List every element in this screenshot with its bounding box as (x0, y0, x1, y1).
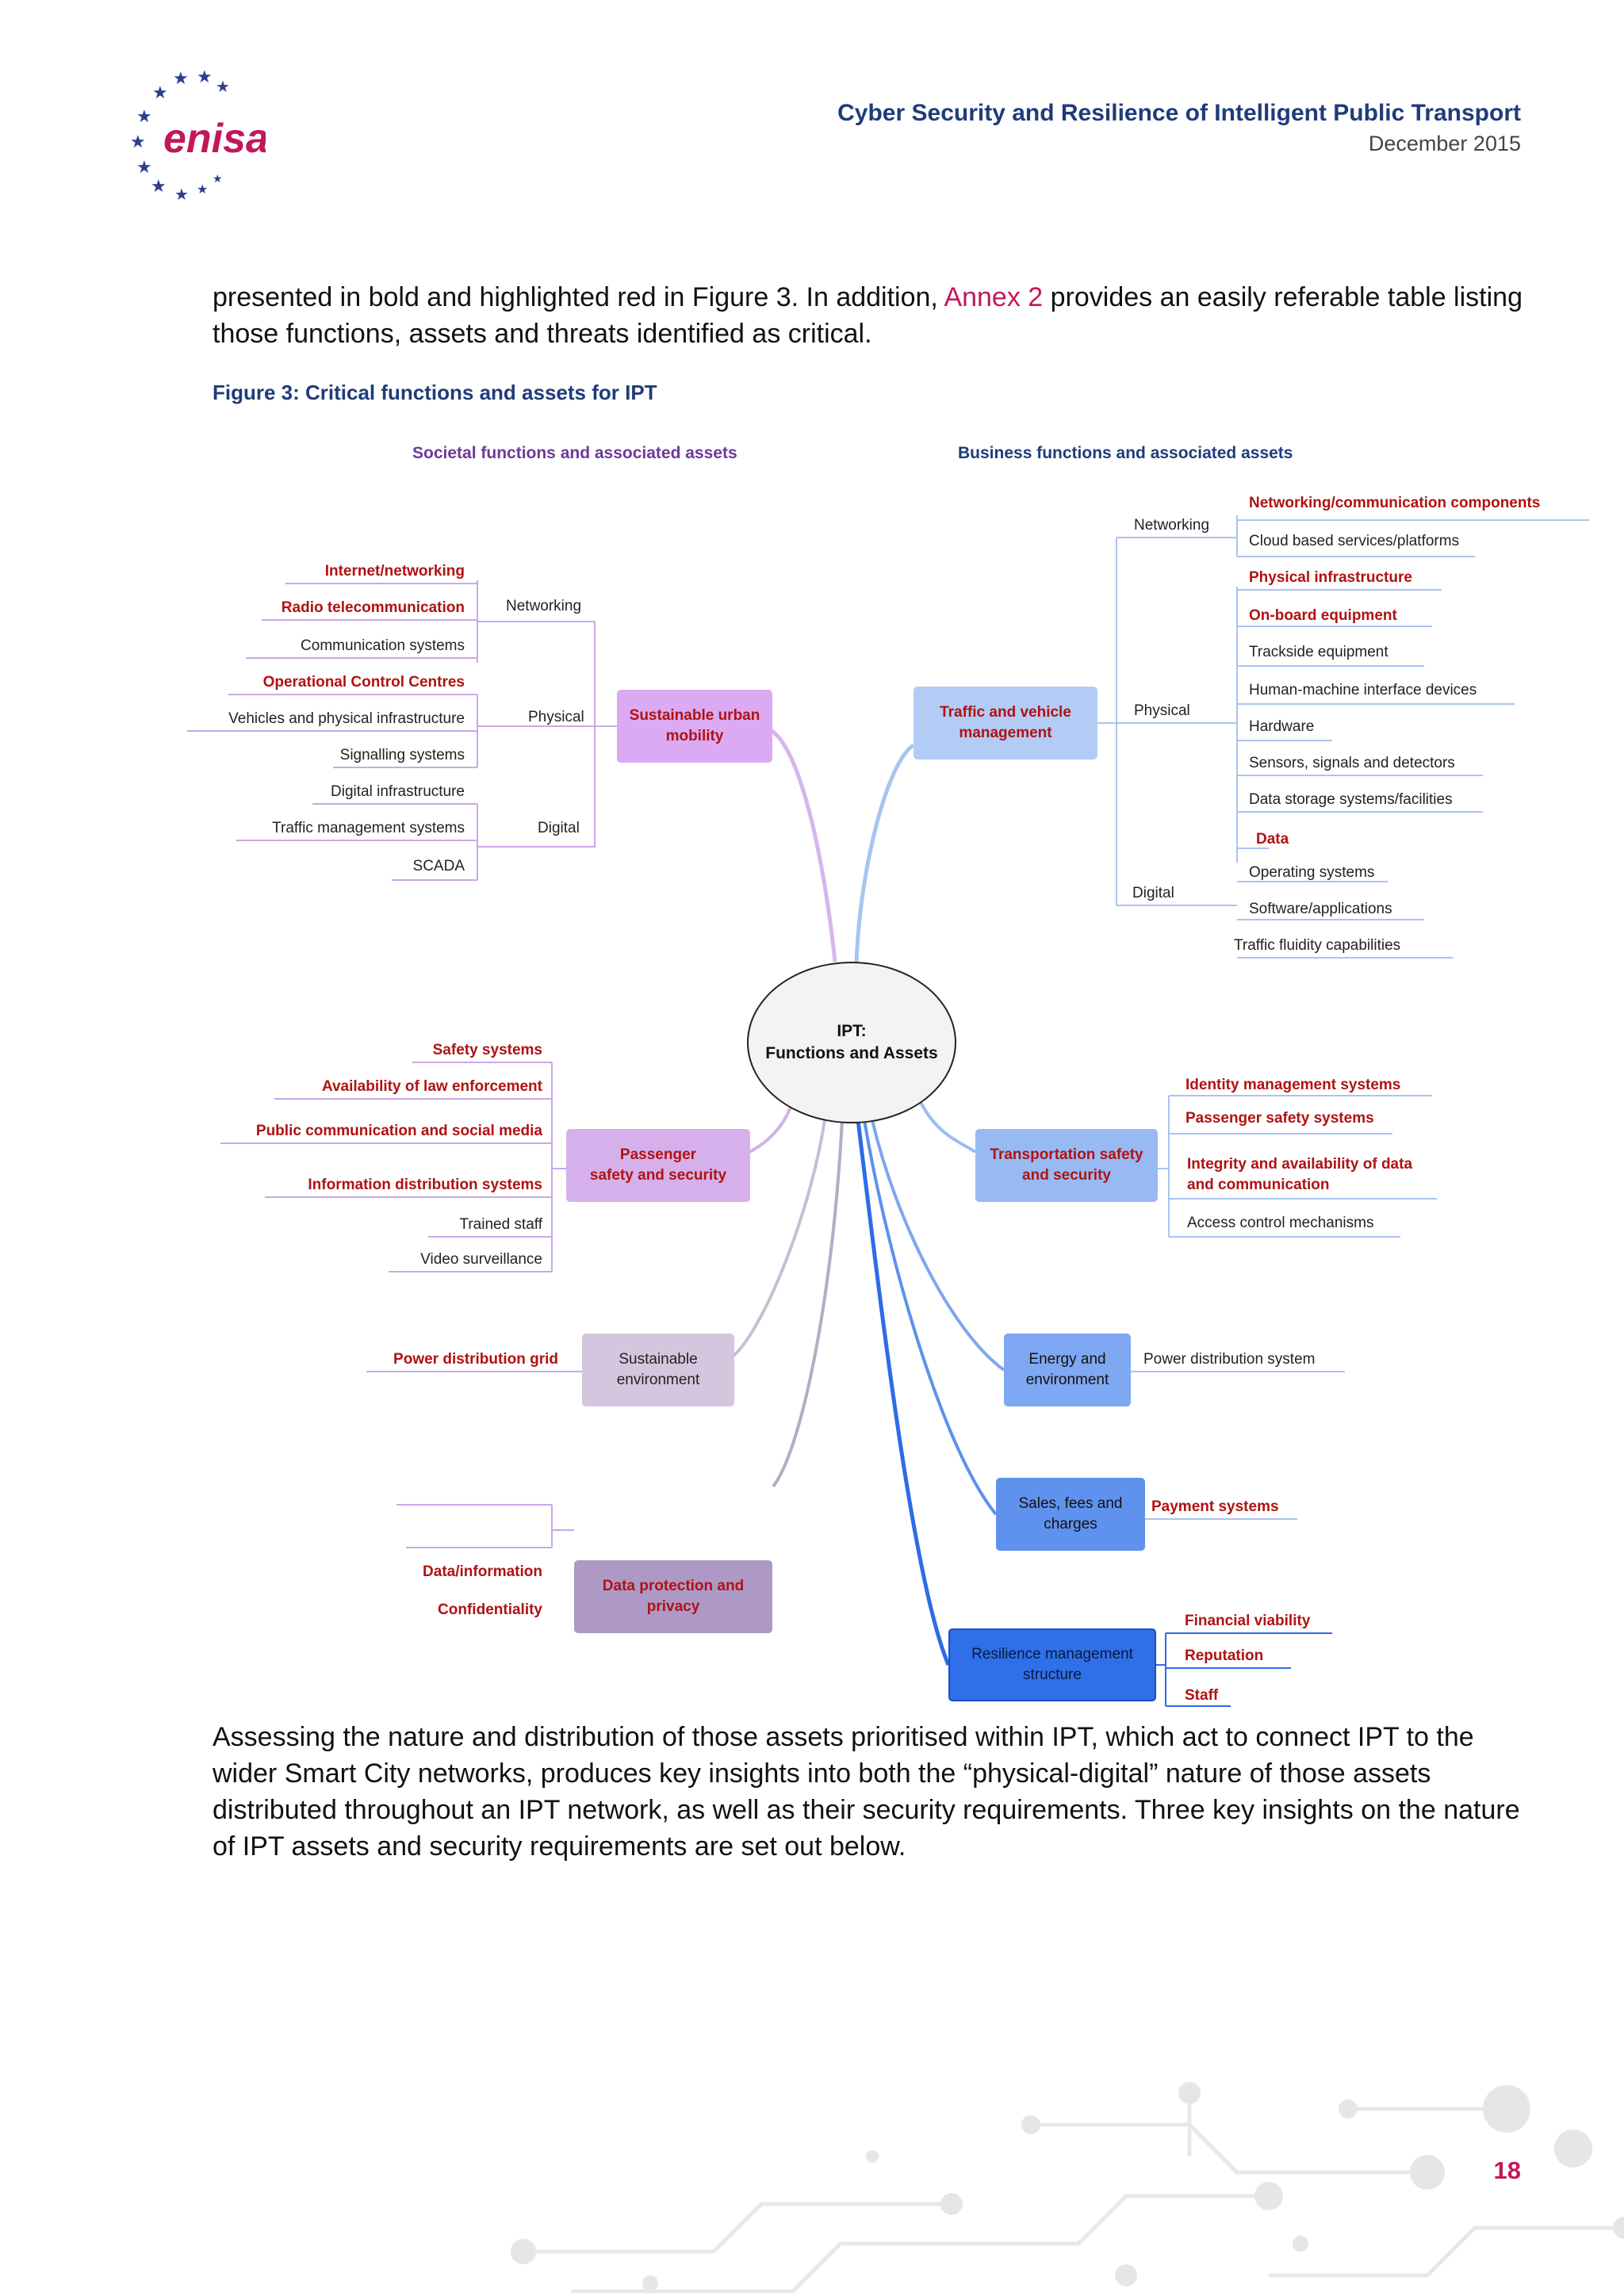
node-resilience-management: Resilience management structure (948, 1628, 1156, 1701)
asset-label: Financial viability (1185, 1613, 1311, 1629)
asset-label: Public communication and social media (255, 1123, 542, 1139)
asset-label: Data storage systems/facilities (1249, 791, 1453, 808)
asset-label: Physical infrastructure (1249, 569, 1412, 586)
asset-label: Staff (1185, 1687, 1219, 1704)
document-date: December 2015 (1368, 132, 1521, 155)
asset-label: On-board equipment (1249, 607, 1397, 624)
mind-map-figure: Societal functions and associated assets… (0, 428, 1624, 1712)
enisa-logo: ★ ★ ★ ★ ★ ★ ★ ★ ★ ★ ★ enisa (130, 67, 266, 201)
page-number: 18 (1493, 2156, 1521, 2184)
node-transportation-safety: Transportation safety and security (975, 1129, 1158, 1202)
circuit-decoration (511, 2082, 1624, 2294)
asset-label: Radio telecommunication (281, 599, 465, 616)
asset-label: Availability of law enforcement (321, 1078, 542, 1095)
asset-label: Payment systems (1151, 1498, 1279, 1515)
node-traffic-vehicle-management: Traffic and vehicle management (914, 687, 1097, 760)
right-section-heading: Business functions and associated assets (958, 444, 1293, 462)
asset-label: Integrity and availability of data and c… (1187, 1156, 1413, 1193)
asset-label: Information distribution systems (308, 1177, 542, 1193)
svg-text:★: ★ (130, 132, 146, 151)
sum-networking-label: Networking (506, 598, 582, 614)
intro-text-start: presented in bold and highlighted red in… (213, 282, 944, 312)
svg-text:★: ★ (136, 106, 152, 126)
asset-label: Operational Control Centres (262, 674, 465, 691)
mind-map-connectors (187, 515, 1589, 1707)
asset-label: Data (1256, 831, 1289, 848)
asset-label: Safety systems (432, 1042, 542, 1058)
left-section-heading: Societal functions and associated assets (412, 444, 737, 462)
asset-label: Identity management systems (1185, 1077, 1401, 1093)
svg-text:★: ★ (173, 68, 189, 88)
node-data-protection: Data protection and privacy (574, 1560, 772, 1633)
svg-text:★: ★ (151, 176, 167, 196)
figure-caption: Figure 3: Critical functions and assets … (213, 381, 657, 404)
svg-text:★: ★ (136, 157, 152, 177)
asset-label: Digital infrastructure (331, 783, 465, 800)
node-sustainable-urban-mobility: Sustainable urban mobility (617, 690, 772, 763)
intro-text-end: provides an easily referable table listi… (213, 282, 1522, 349)
asset-label: Software/applications (1249, 901, 1392, 917)
svg-text:★: ★ (216, 78, 230, 96)
tvm-physical-label: Physical (1134, 702, 1190, 719)
svg-text:★: ★ (152, 82, 168, 102)
node-energy-environment: Energy and environment (1004, 1334, 1131, 1406)
svg-text:★: ★ (174, 186, 189, 201)
body-paragraph: Assessing the nature and distribution of… (213, 1722, 1520, 1862)
asset-label: Trained staff (459, 1216, 542, 1233)
center-node: IPT: Functions and Assets (747, 962, 956, 1123)
asset-label: Traffic management systems (272, 820, 465, 836)
asset-label: Sensors, signals and detectors (1249, 755, 1455, 771)
asset-label: Communication systems (301, 637, 465, 654)
sum-physical-label: Physical (528, 709, 584, 725)
node-passenger-safety: Passenger safety and security (566, 1129, 750, 1202)
asset-label: Cloud based services/platforms (1249, 533, 1460, 549)
asset-label: Signalling systems (339, 747, 465, 763)
asset-label: Data/information (423, 1563, 542, 1580)
svg-text:★: ★ (197, 183, 208, 197)
asset-label: Vehicles and physical infrastructure (228, 710, 465, 727)
asset-label: Power distribution grid (393, 1351, 558, 1368)
asset-label: Access control mechanisms (1187, 1215, 1374, 1231)
asset-label: Passenger safety systems (1185, 1110, 1374, 1127)
node-sales-fees-charges: Sales, fees and charges (996, 1478, 1145, 1551)
asset-label: Reputation (1185, 1647, 1264, 1664)
intro-paragraph: presented in bold and highlighted red in… (213, 279, 1529, 352)
asset-label: Networking/communication components (1249, 495, 1541, 511)
asset-label: Traffic fluidity capabilities (1234, 937, 1401, 954)
asset-label: Confidentiality (438, 1601, 542, 1618)
asset-label: Human-machine interface devices (1249, 682, 1477, 698)
asset-label: Hardware (1249, 718, 1315, 735)
sum-digital-label: Digital (538, 820, 580, 836)
svg-text:enisa: enisa (163, 116, 266, 162)
asset-label: Trackside equipment (1249, 644, 1388, 660)
svg-text:★: ★ (197, 67, 213, 86)
tvm-networking-label: Networking (1134, 517, 1210, 534)
asset-label: Operating systems (1249, 864, 1375, 881)
svg-text:★: ★ (213, 172, 223, 185)
asset-label: Video surveillance (420, 1251, 542, 1268)
annex-link[interactable]: Annex 2 (944, 282, 1044, 312)
node-sustainable-environment: Sustainable environment (582, 1334, 734, 1406)
asset-label: Internet/networking (324, 563, 465, 580)
document-title: Cyber Security and Resilience of Intelli… (837, 100, 1521, 126)
asset-label: Power distribution system (1143, 1351, 1316, 1368)
asset-label: SCADA (412, 858, 465, 874)
tvm-digital-label: Digital (1132, 885, 1174, 901)
